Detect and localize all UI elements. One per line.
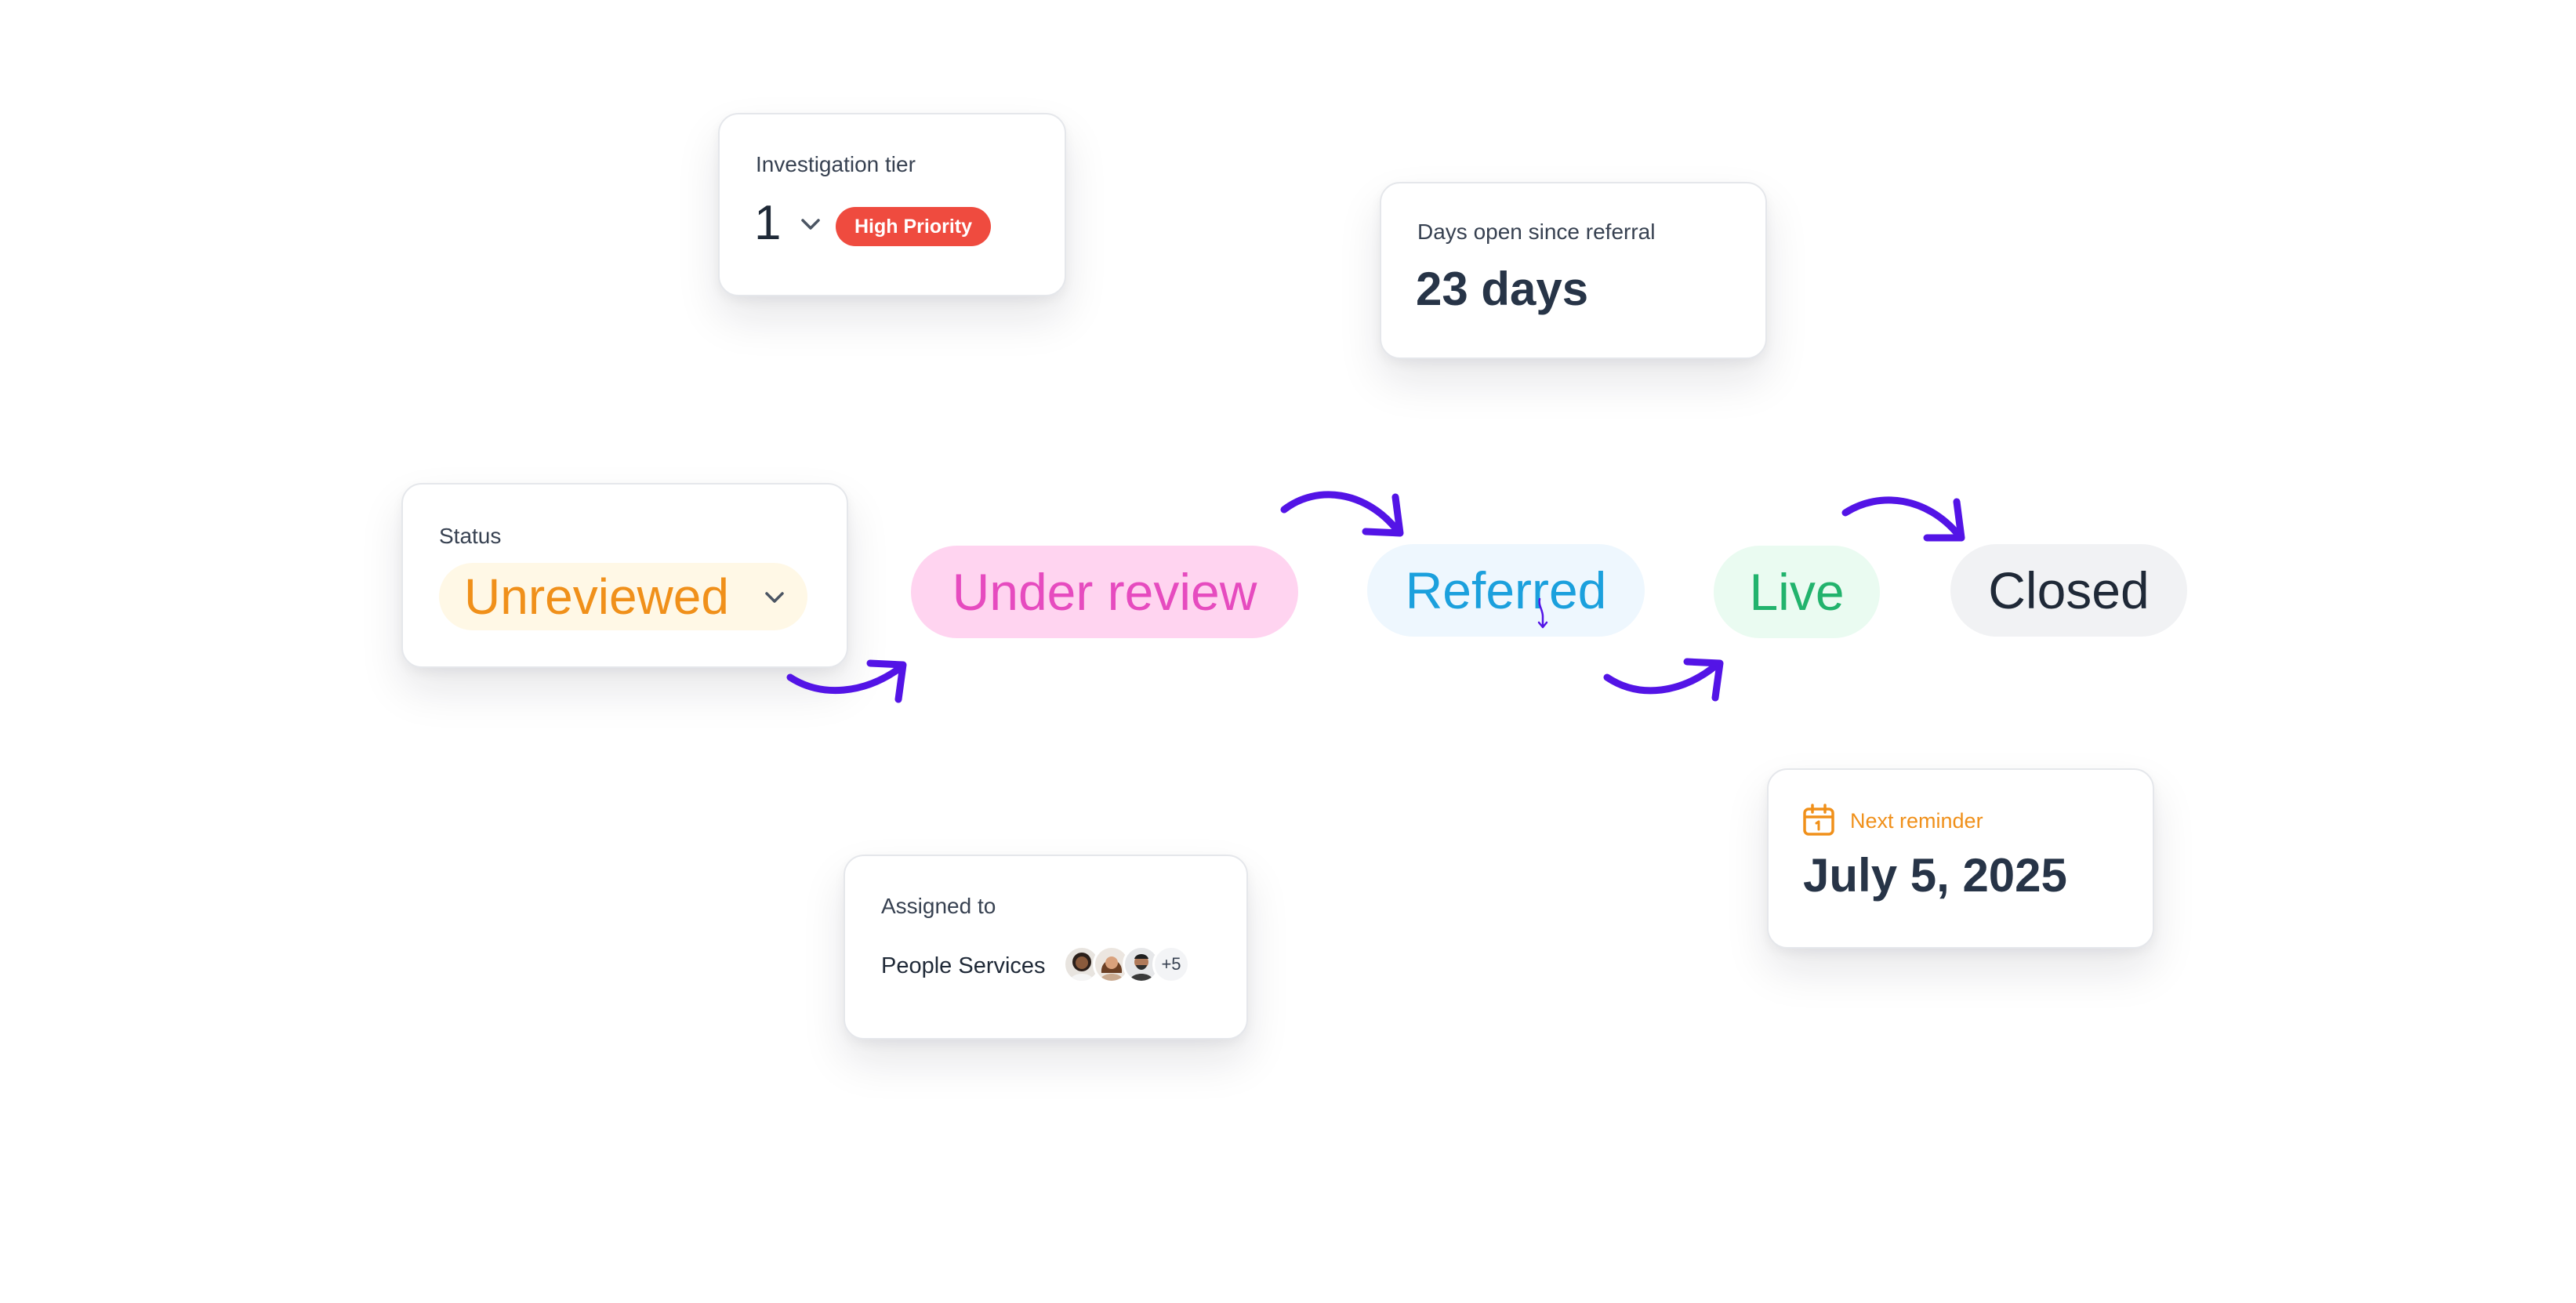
more-assignees-badge[interactable]: +5 <box>1152 945 1190 983</box>
next-reminder-card: Next reminder July 5, 2025 <box>1767 768 2154 949</box>
status-card: Status Unreviewed <box>401 483 848 668</box>
status-pill-referred[interactable]: Referred <box>1367 544 1645 637</box>
calendar-icon <box>1803 804 1834 836</box>
status-pill-live[interactable]: Live <box>1714 546 1880 638</box>
investigation-tier-label: Investigation tier <box>756 152 916 176</box>
status-label: Status <box>439 524 502 548</box>
days-open-value: 23 days <box>1416 263 1589 315</box>
flow-arrow-icon <box>1280 491 1404 537</box>
flow-arrow-icon <box>1603 658 1724 702</box>
assigned-to-card: Assigned to People Services +5 <box>844 855 1248 1040</box>
investigation-tier-card: Investigation tier 1 High Priority <box>718 113 1066 296</box>
cursor-icon <box>1537 597 1548 629</box>
avatar <box>1093 945 1130 983</box>
status-pill-under-review[interactable]: Under review <box>911 546 1298 638</box>
status-dropdown[interactable]: Unreviewed <box>439 563 807 630</box>
next-reminder-date: July 5, 2025 <box>1803 849 2067 902</box>
assigned-team-name: People Services <box>881 953 1046 978</box>
priority-badge: High Priority <box>836 207 992 246</box>
flow-arrow-icon <box>786 659 907 703</box>
chevron-down-icon <box>765 592 784 603</box>
flow-arrow-icon <box>1841 496 1965 542</box>
next-reminder-label: Next reminder <box>1850 809 1983 833</box>
avatar <box>1063 945 1101 983</box>
status-selected-value: Unreviewed <box>464 568 729 625</box>
investigation-tier-value: 1 <box>754 196 782 250</box>
status-pill-closed[interactable]: Closed <box>1950 544 2187 637</box>
days-open-label: Days open since referral <box>1417 220 1656 244</box>
chevron-down-icon[interactable] <box>798 215 823 234</box>
assigned-to-label: Assigned to <box>881 894 996 918</box>
days-open-card: Days open since referral 23 days <box>1380 182 1767 359</box>
